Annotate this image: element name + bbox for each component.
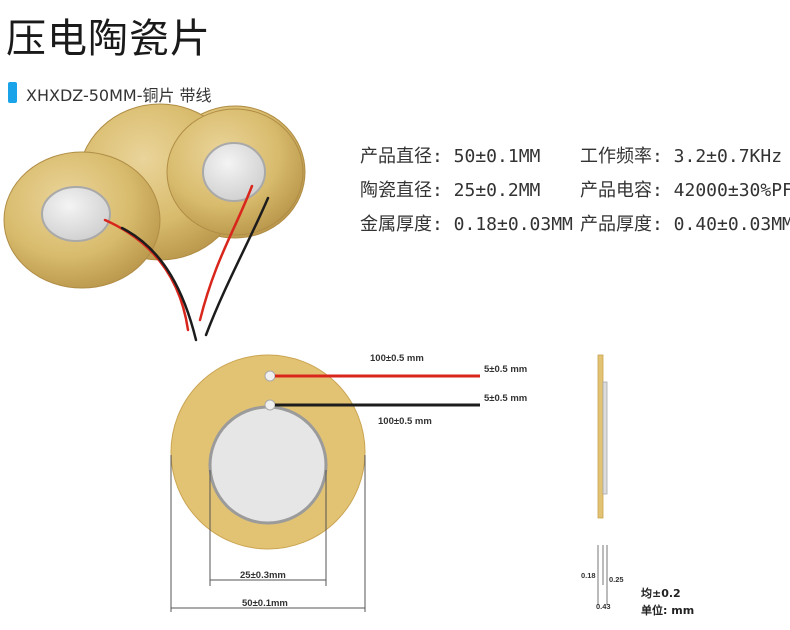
model-label: XHXDZ-50MM-铜片 带线 xyxy=(26,86,212,105)
drawing-disc xyxy=(170,354,366,550)
side-dimension-lines xyxy=(597,545,608,605)
red-strip-label: 5±0.5 mm xyxy=(484,364,527,375)
spec-capacitance: 产品电容: 42000±30%PF xyxy=(580,180,790,201)
tolerance-note: 均±0.2 xyxy=(641,586,681,600)
side-view xyxy=(597,354,608,519)
piezo-disc-front xyxy=(3,151,161,289)
black-strip-label: 5±0.5 mm xyxy=(484,393,527,404)
page-title: 压电陶瓷片 xyxy=(6,16,211,62)
black-wire-length-label: 100±0.5 mm xyxy=(378,416,432,427)
red-wire-length-label: 100±0.5 mm xyxy=(370,353,424,364)
outer-dimension xyxy=(170,455,366,612)
spec-metal-thickness: 金属厚度: 0.18±0.03MM xyxy=(360,214,573,235)
spec-working-frequency: 工作频率: 3.2±0.7KHz xyxy=(580,146,783,167)
ceramic-dia-label: 25±0.3mm xyxy=(240,570,286,581)
spec-ceramic-diameter: 陶瓷直径: 25±0.2MM xyxy=(360,180,541,201)
metal-thickness-label: 0.18 xyxy=(581,571,596,580)
outer-dia-label: 50±0.1mm xyxy=(242,598,288,609)
accent-bar xyxy=(8,82,17,103)
ceramic-thickness-label: 0.25 xyxy=(609,575,624,584)
lead-wires xyxy=(103,184,270,342)
unit-note: 单位: mm xyxy=(641,603,694,617)
spec-product-thickness: 产品厚度: 0.40±0.03MM xyxy=(580,214,790,235)
total-thickness-label: 0.43 xyxy=(596,602,611,611)
ceramic-dimension xyxy=(209,470,327,586)
piezo-disc-top xyxy=(166,108,304,236)
spec-product-diameter: 产品直径: 50±0.1MM xyxy=(360,146,541,167)
